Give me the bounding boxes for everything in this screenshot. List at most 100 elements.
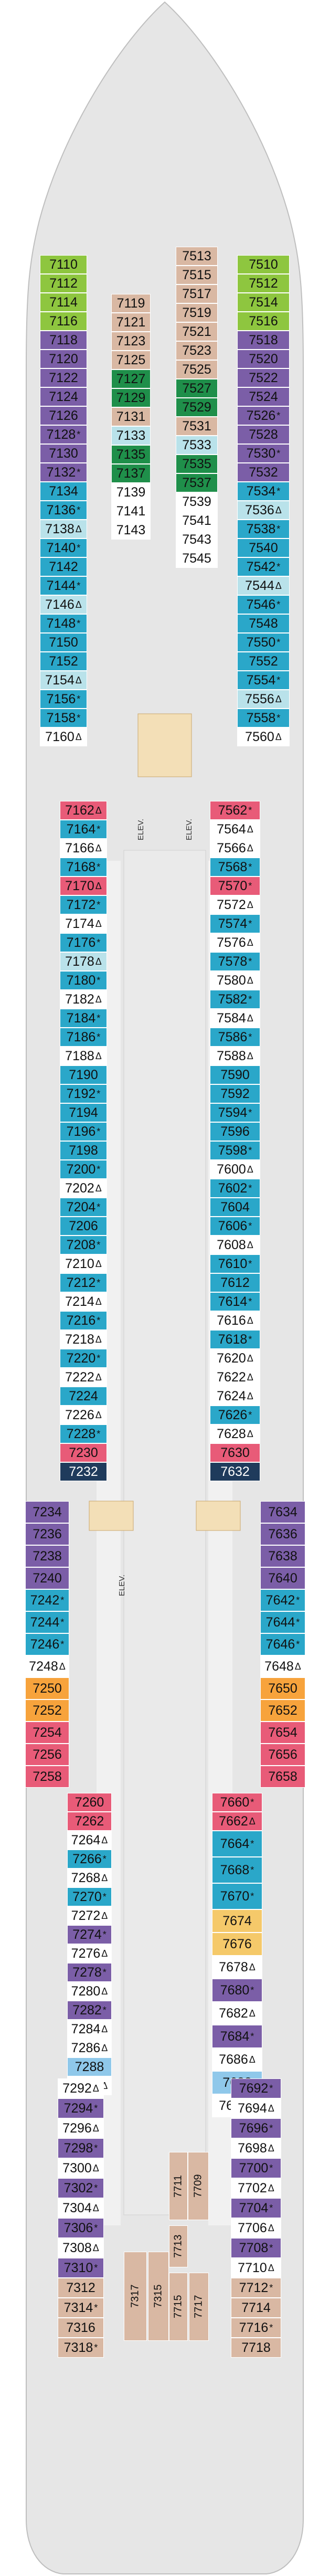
cabin-7266[interactable]: 7266*: [67, 1850, 112, 1868]
cabin-7516[interactable]: 7516: [237, 312, 290, 331]
cabin-7216[interactable]: 7216*: [60, 1311, 107, 1330]
cabin-7632[interactable]: 7632: [210, 1462, 260, 1481]
cabin-7236[interactable]: 7236: [25, 1523, 69, 1545]
cabin-7122[interactable]: 7122: [40, 368, 87, 387]
cabin-7523[interactable]: 7523: [176, 341, 218, 360]
cabin-7282[interactable]: 7282*: [67, 2001, 112, 2020]
cabin-7232[interactable]: 7232: [60, 1462, 107, 1481]
cabin-7592[interactable]: 7592: [210, 1084, 260, 1103]
cabin-7316[interactable]: 7316: [58, 2318, 104, 2338]
cabin-7244[interactable]: 7244*: [25, 1611, 69, 1633]
cabin-7538[interactable]: 7538*: [237, 520, 290, 539]
cabin-7198[interactable]: 7198: [60, 1141, 107, 1160]
cabin-7708[interactable]: 7708*: [231, 2238, 281, 2258]
cabin-7636[interactable]: 7636: [260, 1523, 305, 1545]
cabin-7512[interactable]: 7512: [237, 274, 290, 293]
cabin-7224[interactable]: 7224: [60, 1387, 107, 1406]
cabin-7650[interactable]: 7650: [260, 1677, 305, 1699]
cabin-7614[interactable]: 7614*: [210, 1292, 260, 1311]
cabin-7196[interactable]: 7196*: [60, 1122, 107, 1141]
cabin-7522[interactable]: 7522: [237, 368, 290, 387]
cabin-7123[interactable]: 7123: [111, 332, 151, 351]
cabin-7176[interactable]: 7176*: [60, 933, 107, 952]
cabin-7518[interactable]: 7518: [237, 331, 290, 350]
cabin-7545[interactable]: 7545: [176, 549, 218, 568]
cabin-7602[interactable]: 7602*: [210, 1179, 260, 1198]
cabin-7552[interactable]: 7552: [237, 652, 290, 671]
cabin-7274[interactable]: 7274*: [67, 1925, 112, 1944]
cabin-7314[interactable]: 7314*: [58, 2298, 104, 2318]
cabin-7118[interactable]: 7118: [40, 331, 87, 350]
cabin-7129[interactable]: 7129: [111, 388, 151, 407]
cabin-7574[interactable]: 7574*: [210, 914, 260, 933]
cabin-7646[interactable]: 7646*: [260, 1633, 305, 1655]
cabin-7168[interactable]: 7168*: [60, 858, 107, 877]
cabin-7596[interactable]: 7596: [210, 1122, 260, 1141]
cabin-7234[interactable]: 7234: [25, 1501, 69, 1523]
cabin-7612[interactable]: 7612: [210, 1273, 260, 1292]
cabin-7132[interactable]: 7132*: [40, 463, 87, 482]
cabin-7680[interactable]: 7680*: [212, 1979, 262, 2002]
cabin-7534[interactable]: 7534*: [237, 482, 290, 501]
cabin-7240[interactable]: 7240: [25, 1567, 69, 1589]
cabin-7520[interactable]: 7520: [237, 350, 290, 368]
cabin-7676[interactable]: 7676: [212, 1933, 262, 1956]
cabin-7140[interactable]: 7140*: [40, 539, 87, 557]
cabin-7270[interactable]: 7270*: [67, 1887, 112, 1906]
cabin-7546[interactable]: 7546*: [237, 595, 290, 614]
cabin-7230[interactable]: 7230: [60, 1443, 107, 1462]
cabin-7684[interactable]: 7684*: [212, 2025, 262, 2048]
cabin-7570[interactable]: 7570*: [210, 877, 260, 895]
cabin-7126[interactable]: 7126: [40, 406, 87, 425]
cabin-7550[interactable]: 7550*: [237, 633, 290, 652]
cabin-7664[interactable]: 7664*: [212, 1831, 262, 1857]
cabin-7186[interactable]: 7186*: [60, 1028, 107, 1047]
cabin-7521[interactable]: 7521: [176, 322, 218, 341]
cabin-7514[interactable]: 7514: [237, 293, 290, 312]
cabin-7658[interactable]: 7658: [260, 1766, 305, 1788]
cabin-7716[interactable]: 7716*: [231, 2318, 281, 2338]
cabin-7618[interactable]: 7618*: [210, 1330, 260, 1349]
cabin-7714[interactable]: 7714: [231, 2298, 281, 2318]
cabin-7246[interactable]: 7246*: [25, 1633, 69, 1655]
cabin-7696[interactable]: 7696*: [231, 2118, 281, 2138]
cabin-7125[interactable]: 7125: [111, 351, 151, 369]
cabin-7642[interactable]: 7642*: [260, 1589, 305, 1611]
cabin-7704[interactable]: 7704*: [231, 2198, 281, 2218]
cabin-7554[interactable]: 7554*: [237, 671, 290, 690]
cabin-7306[interactable]: 7306*: [58, 2218, 104, 2238]
cabin-7513[interactable]: 7513: [176, 247, 218, 266]
cabin-7718[interactable]: 7718: [231, 2338, 281, 2358]
cabin-7278[interactable]: 7278*: [67, 1963, 112, 1982]
cabin-7562[interactable]: 7562*: [210, 801, 260, 820]
cabin-7298[interactable]: 7298*: [58, 2138, 104, 2158]
cabin-7558[interactable]: 7558*: [237, 709, 290, 727]
cabin-7526[interactable]: 7526*: [237, 406, 290, 425]
cabin-7180[interactable]: 7180*: [60, 971, 107, 990]
